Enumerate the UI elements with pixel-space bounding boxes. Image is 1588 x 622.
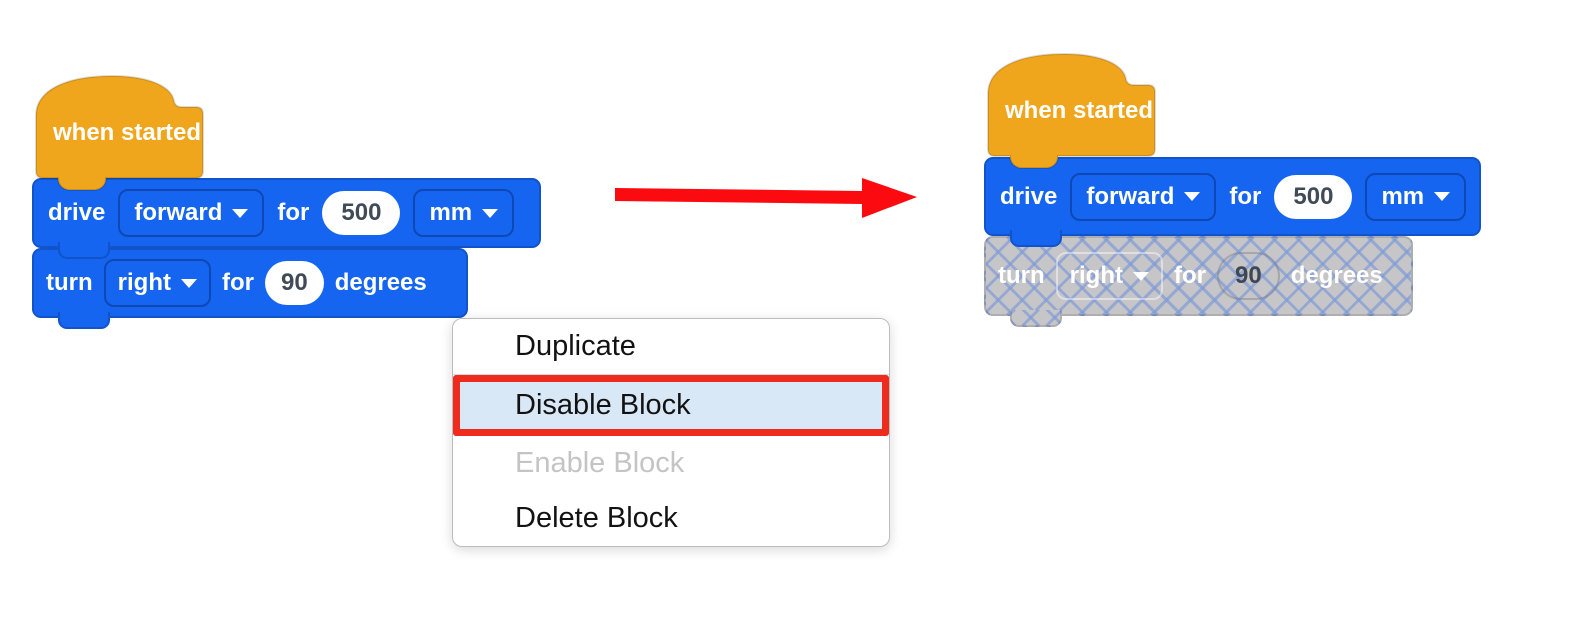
- turn-direction-dropdown[interactable]: right: [1055, 252, 1163, 300]
- turn-direction-value: right: [1069, 262, 1123, 289]
- turn-verb-label: turn: [998, 262, 1045, 289]
- drive-unit-value: mm: [1381, 182, 1425, 210]
- drive-distance-input[interactable]: 500: [1274, 174, 1353, 219]
- drive-block-result[interactable]: drive forward for 500 mm: [984, 157, 1481, 247]
- drive-direction-value: forward: [1086, 182, 1175, 210]
- block-bump: [1010, 310, 1062, 327]
- menu-item-disable-block[interactable]: Disable Block: [453, 375, 889, 436]
- turn-block[interactable]: turn right for 90 degrees: [32, 248, 468, 329]
- dropdown-arrow-icon: [1184, 192, 1201, 201]
- dropdown-arrow-icon: [1132, 271, 1149, 281]
- dropdown-arrow-icon: [232, 208, 249, 218]
- turn-direction-value: right: [117, 269, 171, 296]
- for-label: for: [1229, 182, 1262, 210]
- hat-block-label: when started: [1005, 97, 1154, 124]
- when-started-hat-block[interactable]: when started: [32, 72, 207, 191]
- dropdown-arrow-icon: [482, 208, 499, 218]
- hat-block-shape: [35, 74, 204, 191]
- drive-distance-input[interactable]: 500: [322, 191, 401, 235]
- menu-item-delete-block[interactable]: Delete Block: [515, 502, 678, 534]
- dropdown-arrow-icon: [1434, 192, 1451, 201]
- block-bump: [1010, 230, 1062, 247]
- for-label: for: [1173, 262, 1206, 289]
- drive-verb-label: drive: [1000, 182, 1058, 210]
- drive-unit-value: mm: [429, 199, 473, 226]
- dropdown-arrow-icon: [180, 278, 197, 288]
- turn-angle-input[interactable]: 90: [1216, 252, 1280, 300]
- turn-angle-input[interactable]: 90: [264, 261, 324, 305]
- menu-item-duplicate[interactable]: Duplicate: [453, 319, 889, 375]
- hat-block-shape: [987, 52, 1156, 169]
- transition-arrow: [615, 178, 917, 218]
- context-menu: Duplicate Disable Block Enable Block Del…: [452, 318, 890, 547]
- turn-block-disabled[interactable]: turn right for 90 degrees: [984, 236, 1413, 327]
- when-started-hat-block-result[interactable]: when started: [984, 50, 1159, 169]
- for-label: for: [221, 269, 254, 296]
- menu-item-enable-block: Enable Block: [515, 447, 685, 479]
- for-label: for: [277, 199, 310, 226]
- turn-unit-label: degrees: [1290, 262, 1383, 289]
- drive-unit-dropdown[interactable]: mm: [413, 189, 515, 237]
- turn-direction-dropdown[interactable]: right: [103, 259, 211, 307]
- turn-unit-label: degrees: [334, 269, 427, 296]
- drive-direction-value: forward: [134, 199, 223, 226]
- drive-block[interactable]: drive forward for 500 mm: [32, 178, 541, 259]
- hat-block-label: when started: [53, 119, 202, 146]
- block-bump: [58, 312, 110, 329]
- drive-direction-dropdown[interactable]: forward: [118, 189, 265, 237]
- block-bump: [58, 242, 110, 259]
- drive-unit-dropdown[interactable]: mm: [1365, 172, 1467, 221]
- turn-verb-label: turn: [46, 269, 93, 296]
- drive-verb-label: drive: [48, 199, 106, 226]
- drive-direction-dropdown[interactable]: forward: [1070, 172, 1217, 221]
